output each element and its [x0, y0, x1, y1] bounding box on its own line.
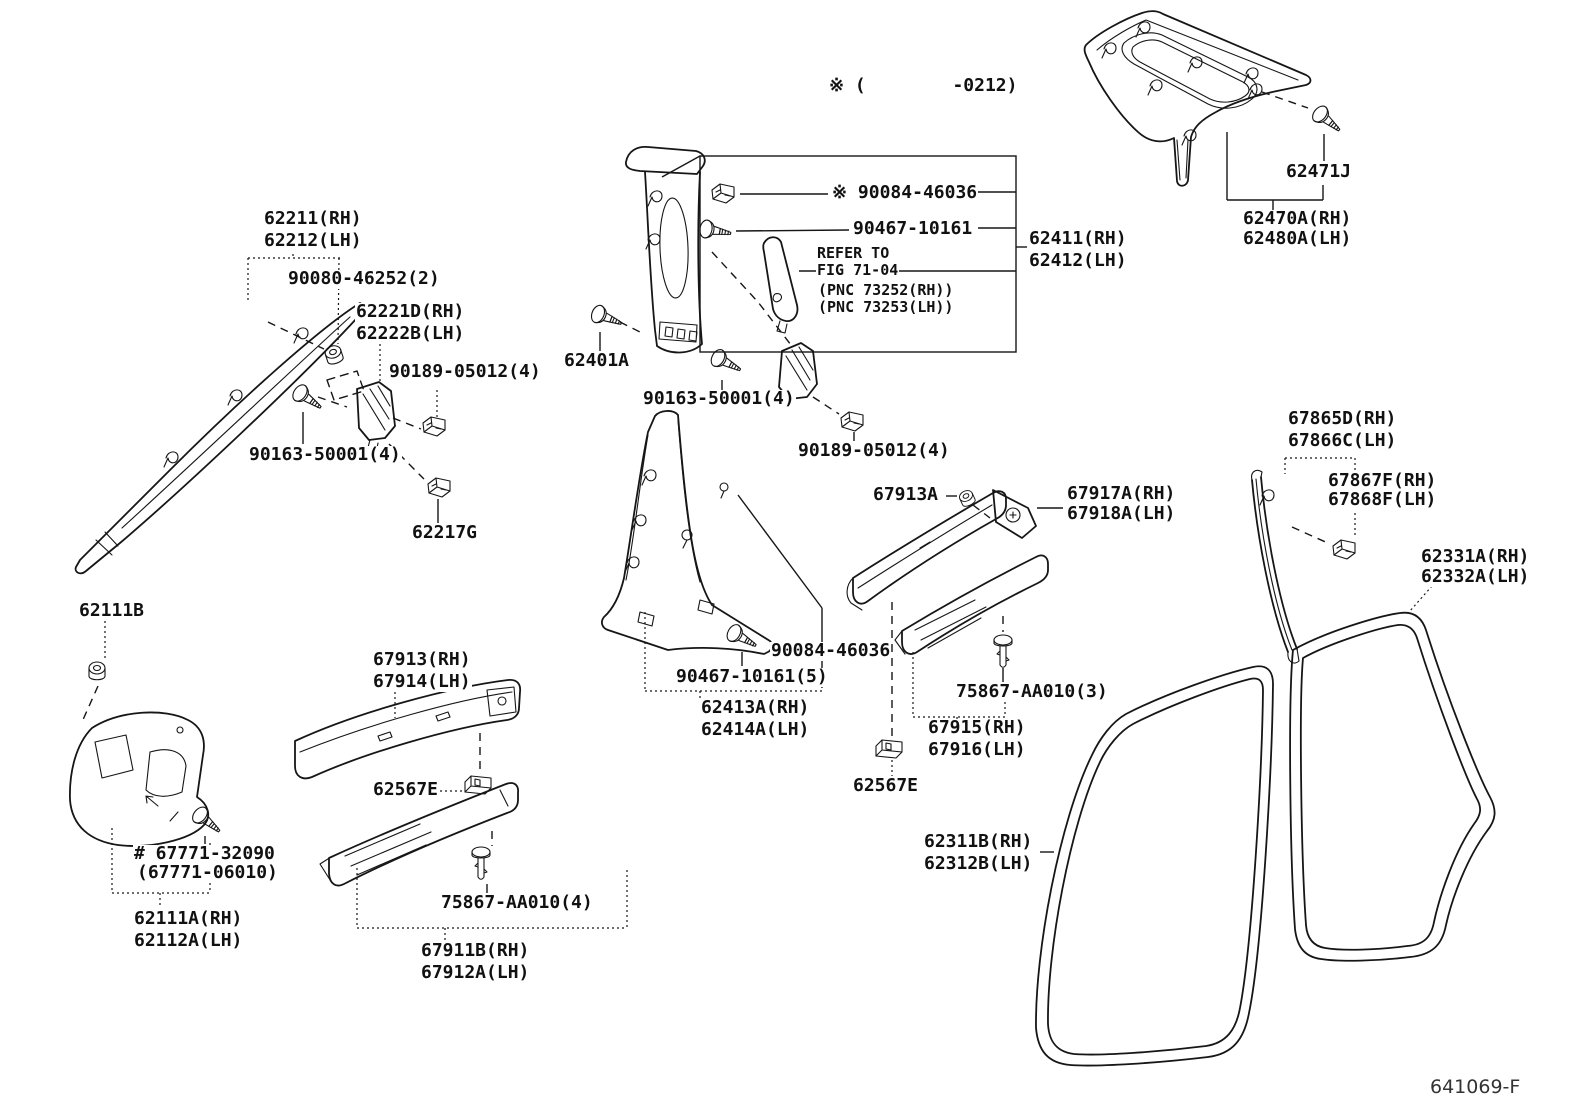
- label-90163-center: 90163-50001(4): [642, 388, 796, 409]
- apillar-garnish-drawing: [74, 302, 364, 575]
- label-62111a: 62111A(RH): [133, 908, 244, 929]
- label-62112a: 62112A(LH): [133, 930, 244, 951]
- label-67913a: 67913A: [872, 484, 940, 505]
- label-67867f: 67867F(RH): [1327, 470, 1438, 491]
- cpillar-trim-drawing: [1083, 10, 1312, 187]
- sheet-number: 641069-F: [1430, 1076, 1521, 1098]
- label-67912a: 67912A(LH): [420, 962, 531, 983]
- bpillar-upper-drawing: [625, 146, 706, 354]
- label-90084-lower: 90084-46036: [770, 640, 892, 661]
- label-75867-x4: 75867-AA010(4): [440, 892, 594, 913]
- label-refer-3: (PNC 73252(RH)): [817, 281, 955, 299]
- front-scuff-drawing: [294, 679, 522, 795]
- label-62212: 62212(LH): [263, 230, 363, 251]
- label-refer-4: (PNC 73253(LH)): [817, 298, 955, 316]
- bpillar-lower-drawing: [601, 410, 773, 655]
- label-62332a: 62332A(LH): [1420, 566, 1531, 587]
- rear-sill-drawing: [894, 554, 1049, 721]
- label-90080-46252: 90080-46252(2): [287, 268, 441, 289]
- production-note: ※ ( -0212): [828, 75, 1019, 96]
- apillar-leaders: [247, 249, 451, 523]
- label-62471j: 62471J: [1285, 161, 1353, 182]
- label-75867-x3: 75867-AA010(3): [955, 681, 1109, 702]
- label-67915: 67915(RH): [927, 717, 1027, 738]
- label-67868f: 67868F(LH): [1327, 489, 1438, 510]
- label-90163-left: 90163-50001(4): [248, 444, 402, 465]
- label-62111b: 62111B: [78, 600, 146, 621]
- label-62414a: 62414A(LH): [700, 719, 811, 740]
- label-62480a: 62480A(LH): [1242, 228, 1353, 249]
- label-67911b: 67911B(RH): [420, 940, 531, 961]
- rear-pillar-strip-drawing: [1251, 457, 1433, 664]
- label-62413a: 62413A(RH): [700, 697, 811, 718]
- label-62470a: 62470A(RH): [1242, 208, 1353, 229]
- label-67916: 67916(LH): [927, 739, 1027, 760]
- label-62411: 62411(RH): [1028, 228, 1128, 249]
- label-67914: 67914(LH): [372, 671, 472, 692]
- label-67866c: 67866C(LH): [1287, 430, 1398, 451]
- label-90189-center: 90189-05012(4): [797, 440, 951, 461]
- label-67771-06010: (67771-06010): [136, 862, 279, 883]
- label-62217g: 62217G: [411, 522, 479, 543]
- label-62312b: 62312B(LH): [923, 853, 1034, 874]
- bpillar-upper-leaders: [588, 251, 864, 441]
- label-67913: 67913(RH): [372, 649, 472, 670]
- label-62401a: 62401A: [563, 350, 631, 371]
- label-refer-2: FIG 71-04: [816, 261, 900, 279]
- label-90084-box: ※ 90084-46036: [831, 182, 979, 203]
- front-door-weatherstrip-drawing: [1035, 665, 1274, 1067]
- label-62567e-center: 62567E: [852, 775, 920, 796]
- rear-door-weatherstrip-drawing: [1289, 611, 1496, 962]
- fastener-box: [661, 155, 1027, 353]
- label-62221d: 62221D(RH): [355, 301, 466, 322]
- label-90467-box: 90467-10161: [852, 218, 974, 239]
- label-62412: 62412(LH): [1028, 250, 1128, 271]
- rear-scuff-drawing: [846, 488, 1063, 776]
- label-90467-x5: 90467-10161(5): [675, 666, 829, 687]
- label-67865d: 67865D(RH): [1287, 408, 1398, 429]
- label-67771-32090: # 67771-32090: [133, 843, 276, 864]
- label-62567e-left: 62567E: [372, 779, 440, 800]
- label-67917a: 67917A(RH): [1066, 483, 1177, 504]
- label-62331a: 62331A(RH): [1420, 546, 1531, 567]
- label-refer-1: REFER TO: [816, 244, 891, 262]
- label-90189-left: 90189-05012(4): [388, 361, 542, 382]
- front-sill-drawing: [319, 782, 628, 941]
- cpillar-trim-leaders: [1226, 91, 1346, 210]
- label-62211: 62211(RH): [263, 208, 363, 229]
- label-67918a: 67918A(LH): [1066, 503, 1177, 524]
- label-62222b: 62222B(LH): [355, 323, 466, 344]
- label-62311b: 62311B(RH): [923, 831, 1034, 852]
